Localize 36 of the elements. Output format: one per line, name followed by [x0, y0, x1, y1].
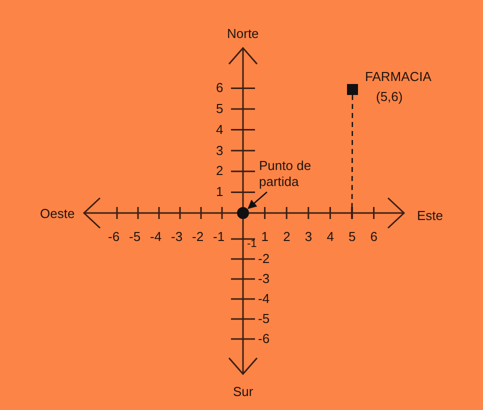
dashed-guide-line	[351, 95, 354, 207]
tick-label: -6	[258, 332, 270, 346]
tick-label: 4	[326, 230, 334, 244]
tick-label: -5	[129, 230, 141, 244]
tick-label: 1	[216, 185, 224, 200]
tick-label: 1	[261, 230, 269, 244]
tick-label: -5	[258, 312, 270, 326]
tick-label: -4	[150, 230, 162, 244]
tick-label: -1	[247, 237, 257, 251]
origin-dot	[237, 207, 249, 219]
tick-label: -3	[258, 272, 270, 286]
tick-label: 2	[216, 164, 224, 178]
direction-label: Este	[417, 209, 444, 223]
tick-label: 5	[348, 230, 356, 244]
tick-mark	[351, 207, 353, 219]
tick-label: 3	[216, 144, 224, 158]
tick-label: -4	[258, 292, 270, 306]
tick-label: -1	[213, 230, 225, 244]
tick-label: 5	[216, 102, 224, 116]
location-marker	[347, 84, 358, 95]
tick-label: 4	[216, 122, 224, 137]
direction-label: Norte	[227, 27, 259, 41]
tick-label: 3	[304, 230, 312, 244]
tick-label: 2	[283, 230, 290, 244]
tick-label: -2	[258, 252, 270, 266]
tick-label: -6	[108, 230, 120, 244]
annotation-text: Punto de partida	[259, 158, 329, 190]
place-label: FARMACIA	[365, 70, 432, 84]
direction-label: Sur	[233, 385, 254, 399]
tick-label: -3	[171, 230, 183, 244]
tick-label: -2	[192, 230, 204, 244]
leader-arrow	[248, 192, 268, 209]
tick-label: 6	[216, 81, 224, 96]
place-label: (5,6)	[376, 90, 403, 104]
direction-label: Oeste	[40, 207, 75, 221]
tick-label: 6	[370, 230, 378, 244]
